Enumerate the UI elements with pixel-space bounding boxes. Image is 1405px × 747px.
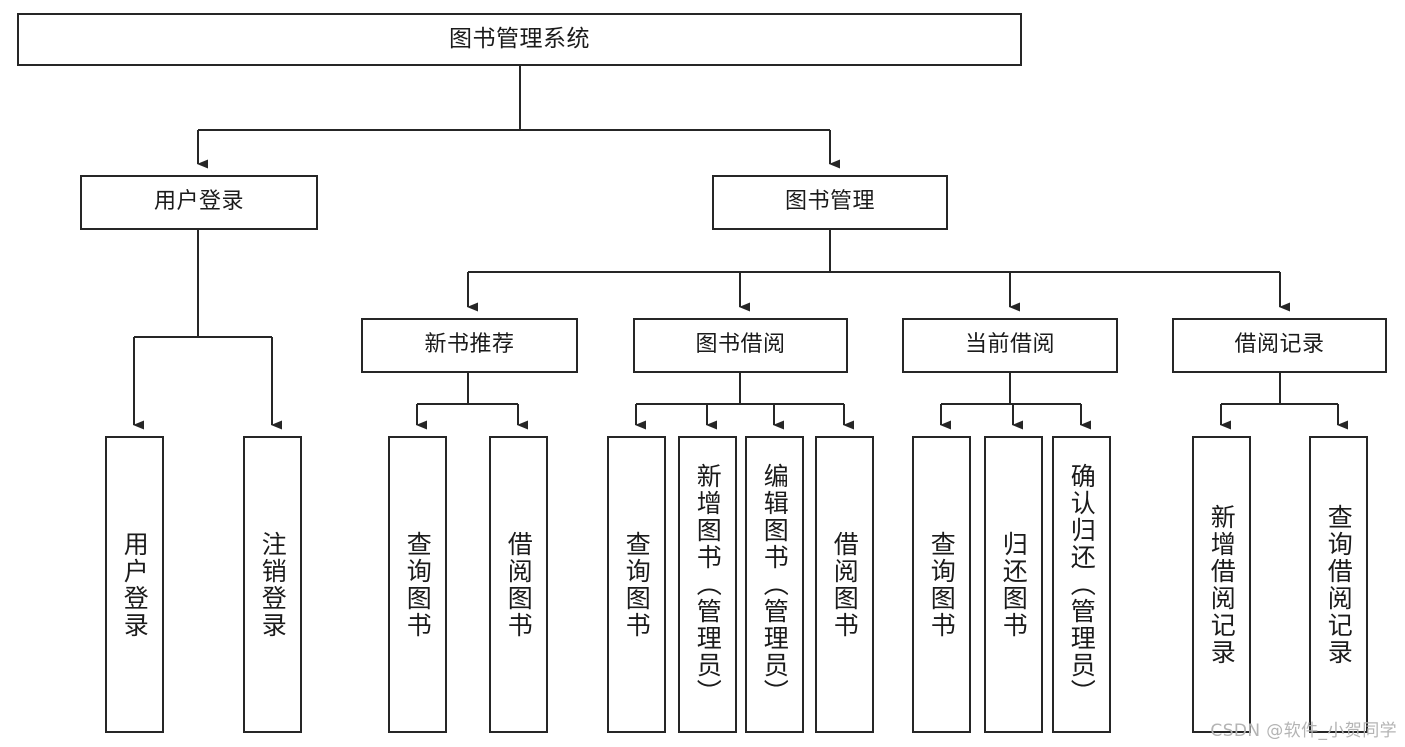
node-current-borrow[interactable]: 当前借阅 xyxy=(902,318,1118,373)
node-leaf-return-book[interactable]: 归还图书 xyxy=(984,436,1043,733)
node-book-borrow[interactable]: 图书借阅 xyxy=(633,318,848,373)
node-leaf-add-book[interactable]: 新增图书（管理员） xyxy=(678,436,737,733)
node-label-leaf-user-logout: 注销登录 xyxy=(258,530,288,639)
node-leaf-query-borrow-record[interactable]: 查询借阅记录 xyxy=(1309,436,1368,733)
node-label-leaf-add-book: 新增图书（管理员） xyxy=(693,463,723,706)
node-label-book-management: 图书管理 xyxy=(784,189,875,215)
node-leaf-query-book-recommend[interactable]: 查询图书 xyxy=(388,436,447,733)
node-leaf-add-borrow-record[interactable]: 新增借阅记录 xyxy=(1192,436,1251,733)
node-leaf-borrow-book-recommend[interactable]: 借阅图书 xyxy=(489,436,548,733)
node-leaf-edit-book[interactable]: 编辑图书（管理员） xyxy=(745,436,804,733)
node-label-leaf-query-book-borrow: 查询图书 xyxy=(622,530,652,639)
node-label-leaf-edit-book: 编辑图书（管理员） xyxy=(760,463,790,706)
node-label-user-login: 用户登录 xyxy=(153,189,244,215)
node-label-leaf-add-borrow-record: 新增借阅记录 xyxy=(1207,503,1237,666)
node-label-leaf-confirm-return: 确认归还（管理员） xyxy=(1067,463,1097,706)
node-label-root: 图书管理系统 xyxy=(449,25,590,52)
node-leaf-user-logout[interactable]: 注销登录 xyxy=(243,436,302,733)
node-label-leaf-return-book: 归还图书 xyxy=(999,530,1029,639)
watermark-text: CSDN @软件_小贺同学 xyxy=(1210,721,1397,741)
node-label-new-book-recommend: 新书推荐 xyxy=(424,332,515,358)
node-label-leaf-query-book-recommend: 查询图书 xyxy=(403,530,433,639)
node-leaf-borrow-book[interactable]: 借阅图书 xyxy=(815,436,874,733)
node-book-management[interactable]: 图书管理 xyxy=(712,175,948,230)
node-label-leaf-borrow-book-recommend: 借阅图书 xyxy=(504,530,534,639)
node-label-current-borrow: 当前借阅 xyxy=(964,332,1055,358)
node-label-leaf-query-book-current: 查询图书 xyxy=(927,530,957,639)
node-borrow-record[interactable]: 借阅记录 xyxy=(1172,318,1387,373)
node-label-leaf-borrow-book: 借阅图书 xyxy=(830,530,860,639)
node-label-leaf-query-borrow-record: 查询借阅记录 xyxy=(1324,503,1354,666)
node-leaf-user-login[interactable]: 用户登录 xyxy=(105,436,164,733)
node-user-login[interactable]: 用户登录 xyxy=(80,175,318,230)
node-label-leaf-user-login: 用户登录 xyxy=(120,530,150,639)
node-leaf-confirm-return[interactable]: 确认归还（管理员） xyxy=(1052,436,1111,733)
node-leaf-query-book-borrow[interactable]: 查询图书 xyxy=(607,436,666,733)
node-label-borrow-record: 借阅记录 xyxy=(1234,332,1325,358)
node-leaf-query-book-current[interactable]: 查询图书 xyxy=(912,436,971,733)
node-label-book-borrow: 图书借阅 xyxy=(695,332,786,358)
node-root[interactable]: 图书管理系统 xyxy=(17,13,1022,66)
node-new-book-recommend[interactable]: 新书推荐 xyxy=(361,318,578,373)
